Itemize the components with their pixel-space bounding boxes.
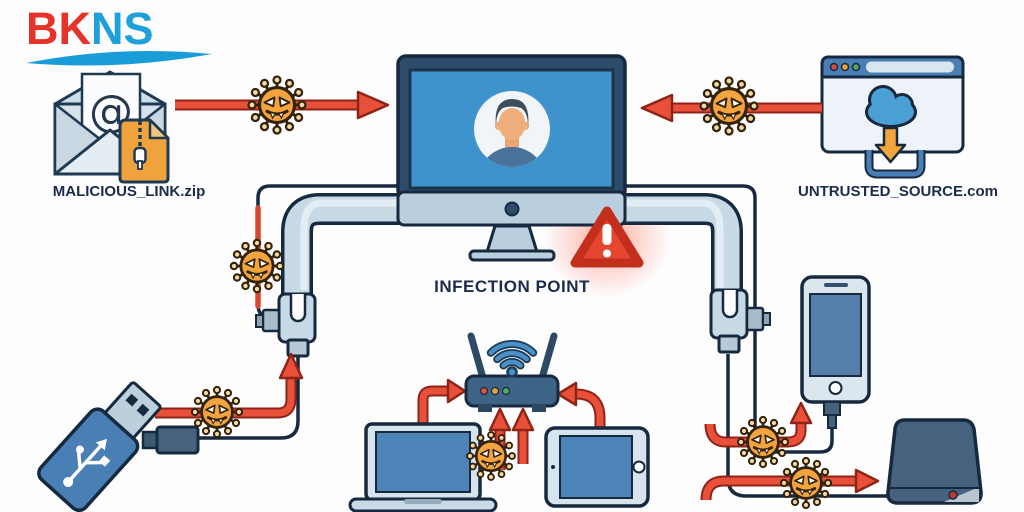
browser-dot-green: [851, 62, 861, 72]
router-led-green: [501, 386, 511, 396]
zip-file-icon: [118, 118, 170, 184]
virus-icon: [736, 415, 790, 469]
infection-arrow-drive: [700, 468, 880, 501]
usb-trident: [66, 438, 107, 484]
antenna-left: [467, 332, 487, 382]
download-arrow: [874, 126, 907, 164]
phone-plug: [823, 401, 841, 416]
logo-part-1: BK: [26, 3, 91, 54]
tube-right: [621, 193, 749, 354]
monitor-icon: [396, 54, 627, 262]
router-icon: [464, 332, 560, 412]
virus-icon: [229, 238, 285, 294]
virus-icon: [698, 75, 760, 137]
usb-plug-icon: [141, 425, 200, 455]
infection-arrow-mid-2: [511, 407, 535, 464]
tube-left: [277, 193, 402, 358]
wifi-icon: [486, 340, 538, 378]
logo-swoosh: [26, 51, 212, 66]
router-foot-right: [532, 405, 546, 412]
untrusted-source-label: UNTRUSTED_SOURCE.com: [797, 183, 999, 200]
browser-dot-orange: [840, 62, 850, 72]
malicious-link-label: MALICIOUS_LINK.zip: [52, 183, 206, 200]
warning-triangle-icon: [570, 206, 644, 268]
tablet-icon: [544, 426, 650, 508]
router-led-orange: [490, 386, 500, 396]
browser-address-bar: [866, 61, 954, 73]
infection-arrow-laptop: [417, 378, 467, 432]
phone-speaker: [824, 283, 848, 287]
browser-window-icon: [820, 55, 965, 179]
phone-home-button: [828, 381, 843, 395]
laptop-icon: [348, 422, 498, 512]
router-foot-left: [478, 405, 492, 412]
smartphone-icon: [800, 275, 871, 429]
external-drive-icon: [886, 418, 983, 505]
warning-exclamation-bar: [602, 224, 612, 245]
cloud-download-icon: [864, 85, 926, 179]
antenna-right: [538, 332, 558, 382]
infection-point-label: INFECTION POINT: [434, 277, 590, 296]
tablet-home-button: [632, 460, 646, 474]
usb-cable: [198, 356, 300, 440]
virus-icon: [246, 74, 308, 136]
usb-drive-icon: [37, 381, 162, 512]
drive-led: [948, 490, 958, 500]
warning-exclamation-dot: [603, 249, 611, 258]
infection-arrow-tablet: [556, 381, 606, 432]
tablet-camera-dot: [551, 465, 555, 469]
router-led-red: [479, 386, 489, 396]
bkns-logo: BKNS: [26, 6, 154, 51]
virus-icon: [779, 456, 833, 510]
logo-part-2: NS: [91, 3, 154, 54]
browser-dot-red: [829, 62, 839, 72]
infection-arrow-usb: [155, 352, 304, 419]
